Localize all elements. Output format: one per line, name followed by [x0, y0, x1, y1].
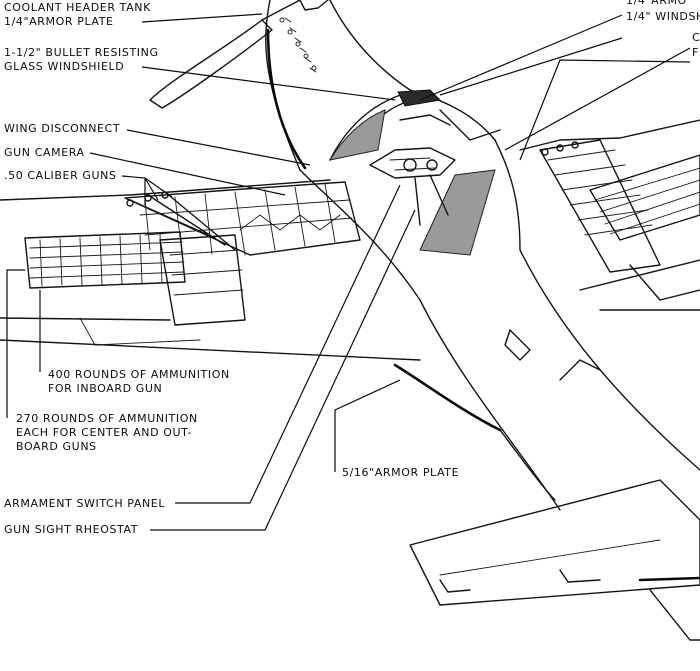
- callout-line: 1/4" WINDSHI: [626, 10, 700, 23]
- tail-stabilizer: [409, 479, 700, 641]
- callout-windshield-right: 1/4" WINDSHI: [626, 10, 700, 24]
- propeller-blade: [149, 0, 301, 109]
- callout-line: ARMAMENT SWITCH PANEL: [4, 497, 166, 510]
- right-wing-guns: [519, 119, 700, 301]
- callout-line: COOLANT HEADER TANK: [4, 1, 151, 14]
- callout-50-caliber-guns: .50 CALIBER GUNS: [4, 169, 117, 183]
- callout-400-rounds: 400 ROUNDS OF AMMUNITION FOR INBOARD GUN: [48, 368, 230, 396]
- callout-line: 1-1/2" BULLET RESISTING: [4, 46, 159, 59]
- ammunition-boxes-left: [24, 231, 246, 326]
- callout-wing-disconnect: WING DISCONNECT: [4, 122, 120, 136]
- callout-line: BOARD GUNS: [16, 440, 97, 453]
- callout-line: 1/4"ARMO: [626, 0, 687, 7]
- callout-gun-camera: GUN CAMERA: [4, 146, 85, 160]
- callout-edge-f: F: [692, 46, 699, 60]
- callout-line: .50 CALIBER GUNS: [4, 169, 117, 182]
- callout-bullet-resisting-glass: 1-1/2" BULLET RESISTING GLASS WINDSHIELD: [4, 46, 159, 74]
- leader-lines: [6, 13, 691, 531]
- callout-edge-c: C: [692, 31, 700, 45]
- callout-line: GUN CAMERA: [4, 146, 85, 159]
- callout-line: 5/16"ARMOR PLATE: [342, 466, 460, 479]
- callout-line: C: [692, 31, 700, 44]
- callout-line: WING DISCONNECT: [4, 122, 121, 135]
- callout-top-right-armor: 1/4"ARMO: [626, 0, 687, 8]
- fuselage-outline: [299, 89, 700, 511]
- lower-fuselage: [393, 309, 700, 501]
- engine-nose: [265, 0, 411, 171]
- callout-line: EACH FOR CENTER AND OUT-: [16, 426, 193, 439]
- callout-line: GUN SIGHT RHEOSTAT: [4, 523, 139, 536]
- cockpit-equipment: [369, 109, 501, 226]
- callout-line: FOR INBOARD GUN: [48, 382, 163, 395]
- callout-line: 270 ROUNDS OF AMMUNITION: [16, 412, 198, 425]
- callout-armament-switch-panel: ARMAMENT SWITCH PANEL: [4, 497, 165, 511]
- callout-line: F: [692, 46, 699, 59]
- callout-270-rounds: 270 ROUNDS OF AMMUNITION EACH FOR CENTER…: [16, 412, 198, 454]
- callout-gun-sight-rheostat: GUN SIGHT RHEOSTAT: [4, 523, 138, 537]
- callout-line: 400 ROUNDS OF AMMUNITION: [48, 368, 230, 381]
- callout-line: GLASS WINDSHIELD: [4, 60, 125, 73]
- guns-left: [126, 191, 236, 251]
- callout-line: 1/4"ARMOR PLATE: [4, 15, 114, 28]
- callout-516-armor-plate: 5/16"ARMOR PLATE: [342, 466, 459, 480]
- callout-coolant-header-tank: COOLANT HEADER TANK 1/4"ARMOR PLATE: [4, 1, 151, 29]
